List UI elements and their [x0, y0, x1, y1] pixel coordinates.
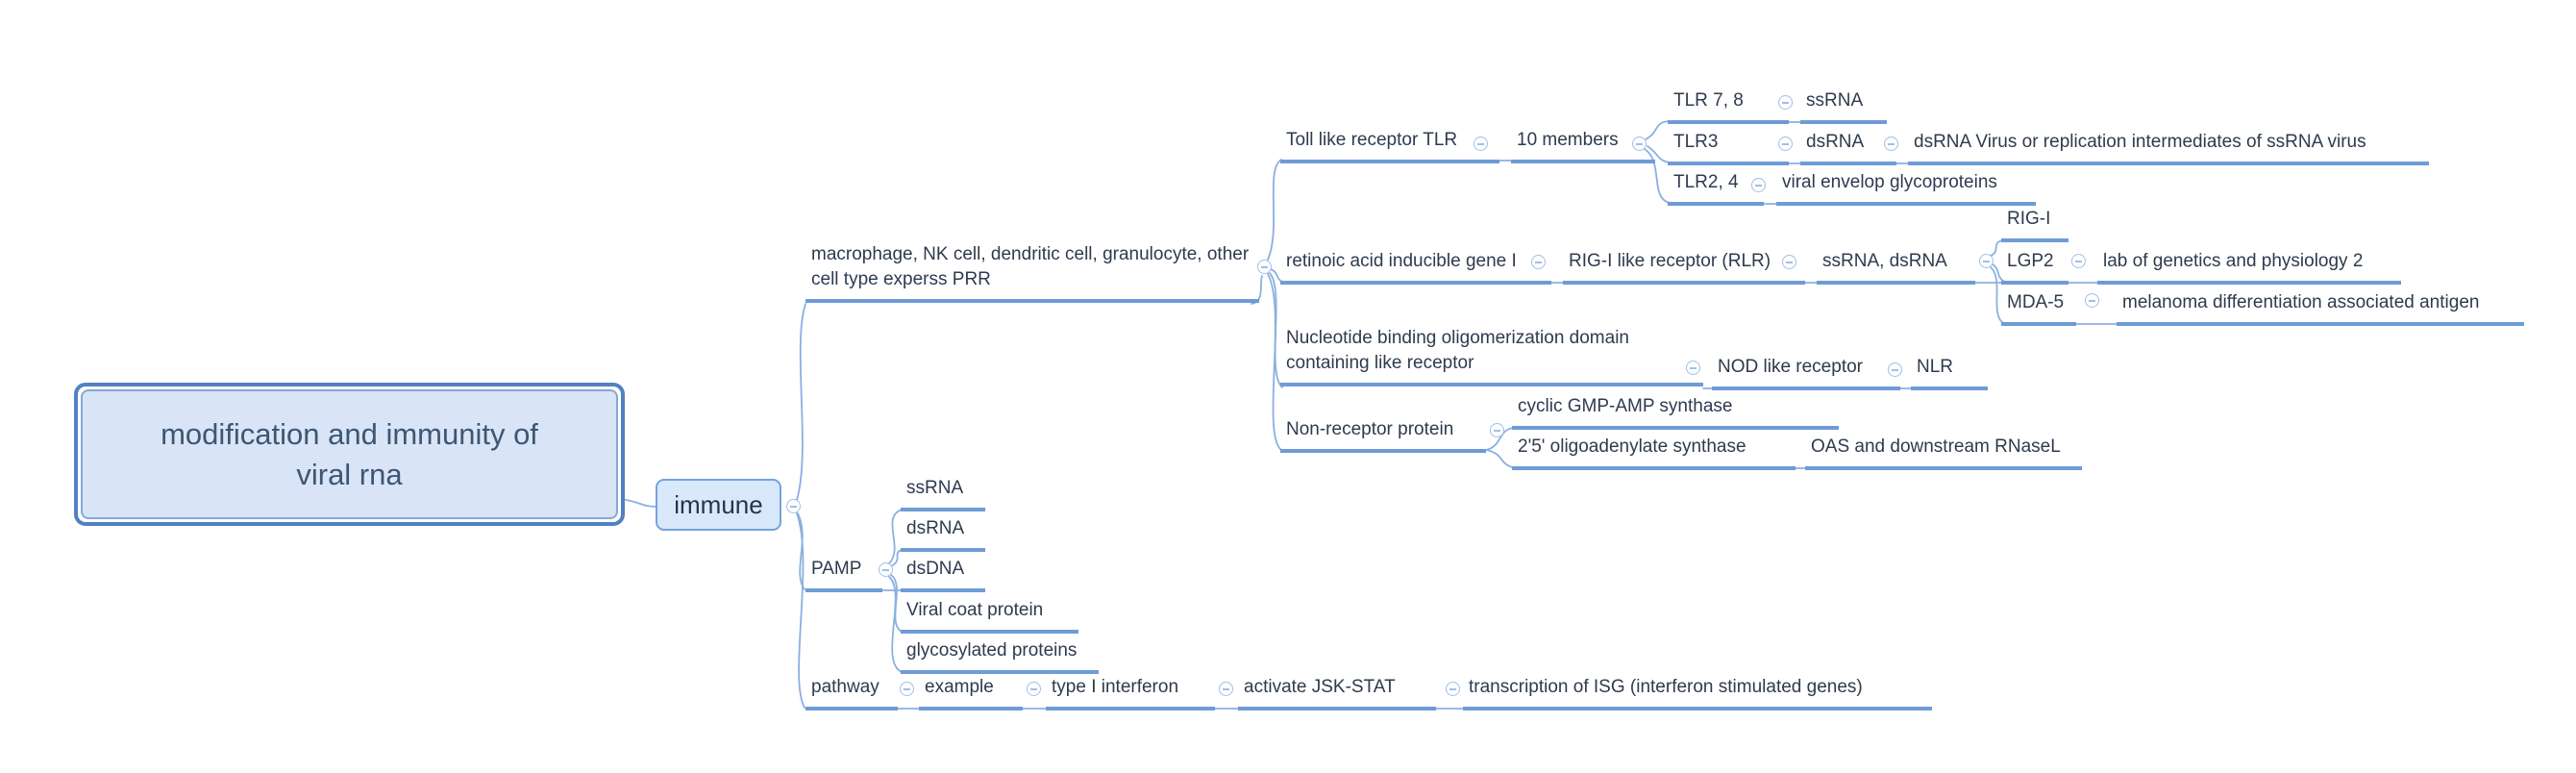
- topic-dsdna[interactable]: dsDNA: [901, 557, 985, 592]
- topic-pamp[interactable]: PAMP: [805, 557, 882, 592]
- topic-rig-i[interactable]: RIG-I: [2001, 207, 2068, 242]
- topic-tlr3[interactable]: TLR3: [1668, 130, 1789, 165]
- collapse-icon[interactable]: [1474, 137, 1488, 151]
- topic-10-members[interactable]: 10 members: [1511, 128, 1655, 163]
- collapse-icon[interactable]: [1490, 423, 1504, 437]
- topic-ssrna-tlr[interactable]: ssRNA: [1800, 88, 1887, 124]
- connector: [888, 576, 903, 673]
- topic-lgp2[interactable]: LGP2: [2001, 249, 2068, 285]
- connector: [1990, 239, 2004, 257]
- topic-dsrna-pamp[interactable]: dsRNA: [901, 516, 985, 552]
- connector: [796, 303, 806, 501]
- collapse-icon[interactable]: [1632, 137, 1647, 151]
- topic-melanoma-differentiation[interactable]: melanoma differentiation associated anti…: [2117, 290, 2524, 326]
- topic-macrophage[interactable]: macrophage, NK cell, dendritic cell, gra…: [805, 242, 1259, 303]
- collapse-icon[interactable]: [1884, 137, 1898, 151]
- topic-nucleotide-binding[interactable]: Nucleotide binding oligomerization domai…: [1280, 326, 1703, 386]
- connector: [620, 498, 657, 508]
- topic-non-receptor-protein[interactable]: Non-receptor protein: [1280, 417, 1486, 453]
- collapse-icon[interactable]: [1778, 95, 1793, 110]
- connector: [890, 549, 903, 567]
- topic-transcription-of-isg[interactable]: transcription of ISG (interferon stimula…: [1463, 675, 1932, 711]
- topic-dsrna-tlr[interactable]: dsRNA: [1800, 130, 1896, 165]
- connector: [796, 512, 805, 709]
- topic-cgas[interactable]: cyclic GMP-AMP synthase: [1512, 394, 1839, 430]
- collapse-icon[interactable]: [1979, 254, 1994, 268]
- connector: [1647, 145, 1671, 163]
- topic-nod-like-receptor[interactable]: NOD like receptor: [1712, 355, 1900, 390]
- connector: [888, 509, 903, 564]
- topic-pathway[interactable]: pathway: [805, 675, 898, 711]
- topic-activate-jsk-stat[interactable]: activate JSK-STAT: [1238, 675, 1436, 711]
- topic-viral-envelop-glycoproteins[interactable]: viral envelop glycoproteins: [1776, 170, 2036, 206]
- root-topic[interactable]: modification and immunity of viral rna: [74, 383, 625, 526]
- collapse-icon[interactable]: [1446, 682, 1460, 696]
- collapse-icon[interactable]: [1751, 178, 1766, 192]
- topic-dsrna-virus[interactable]: dsRNA Virus or replication intermediates…: [1908, 130, 2429, 165]
- topic-glycosylated-proteins[interactable]: glycosylated proteins: [901, 638, 1099, 674]
- connector: [1267, 273, 1282, 451]
- collapse-icon[interactable]: [786, 499, 801, 513]
- topic-mda5[interactable]: MDA-5: [2001, 290, 2076, 326]
- topic-retinoic-acid-inducible-gene[interactable]: retinoic acid inducible gene I: [1280, 249, 1551, 285]
- collapse-icon[interactable]: [1027, 682, 1041, 696]
- connector: [1644, 148, 1671, 204]
- connector: [1485, 427, 1517, 451]
- topic-ssrna-dsrna[interactable]: ssRNA, dsRNA: [1817, 249, 1975, 285]
- topic-oas[interactable]: 2'5' oligoadenylate synthase: [1512, 435, 1796, 470]
- topic-lab-of-genetics[interactable]: lab of genetics and physiology 2: [2097, 249, 2401, 285]
- topic-tlr24[interactable]: TLR2, 4: [1668, 170, 1764, 206]
- collapse-icon[interactable]: [1257, 260, 1272, 274]
- collapse-icon[interactable]: [2085, 293, 2099, 308]
- collapse-icon[interactable]: [1686, 361, 1700, 375]
- topic-tlr78[interactable]: TLR 7, 8: [1668, 88, 1789, 124]
- topic-type-i-interferon[interactable]: type I interferon: [1046, 675, 1215, 711]
- root-topic-label: modification and immunity of viral rna: [161, 416, 538, 491]
- topic-immune[interactable]: immune: [656, 479, 781, 531]
- collapse-icon[interactable]: [1888, 362, 1902, 377]
- topic-oas-downstream[interactable]: OAS and downstream RNaseL: [1805, 435, 2082, 470]
- topic-viral-coat-protein[interactable]: Viral coat protein: [901, 598, 1078, 634]
- collapse-icon[interactable]: [1531, 255, 1546, 269]
- collapse-icon[interactable]: [900, 682, 914, 696]
- topic-example[interactable]: example: [919, 675, 1023, 711]
- topic-nlr[interactable]: NLR: [1911, 355, 1988, 390]
- collapse-icon[interactable]: [879, 562, 893, 577]
- collapse-icon[interactable]: [2071, 254, 2086, 268]
- connector: [797, 512, 805, 590]
- topic-rig-i-like-receptor[interactable]: RIG-I like receptor (RLR): [1563, 249, 1805, 285]
- root-topic-inner: modification and immunity of viral rna: [81, 389, 618, 519]
- topic-toll-like-receptor[interactable]: Toll like receptor TLR: [1280, 128, 1499, 163]
- connector: [1267, 159, 1282, 261]
- connector: [1992, 263, 2004, 282]
- connector: [1990, 266, 2004, 324]
- collapse-icon[interactable]: [1219, 682, 1233, 696]
- topic-ssrna-pamp[interactable]: ssRNA: [901, 476, 985, 511]
- collapse-icon[interactable]: [1778, 137, 1793, 151]
- connector: [1251, 275, 1263, 305]
- connector: [1645, 120, 1671, 140]
- collapse-icon[interactable]: [1782, 255, 1796, 269]
